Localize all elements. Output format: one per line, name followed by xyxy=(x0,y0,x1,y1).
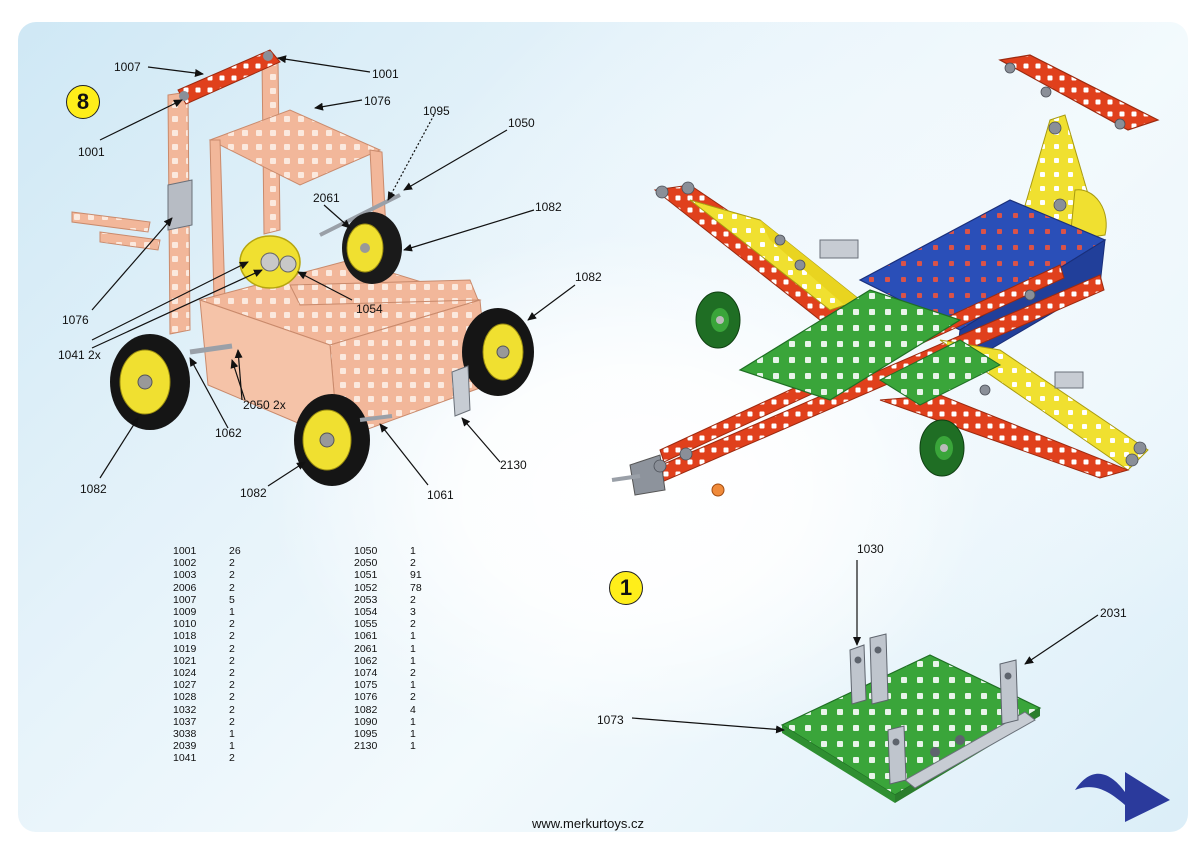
forklift-wheel-left xyxy=(110,334,190,430)
callout-1076-top: 1076 xyxy=(364,94,391,108)
step-number-badge-8: 8 xyxy=(66,85,100,119)
step1-model xyxy=(780,633,1042,803)
step1-callout-arrows xyxy=(631,560,1099,734)
forklift-wheel-right xyxy=(462,308,534,396)
callout-1050: 1050 xyxy=(508,116,535,130)
callout-1082-c: 1082 xyxy=(80,482,107,496)
callout-1001-top: 1001 xyxy=(372,67,399,81)
step-number-badge-1: 1 xyxy=(609,571,643,605)
callout-1030: 1030 xyxy=(857,542,884,556)
callout-2061: 2061 xyxy=(313,191,340,205)
callout-1076-left: 1076 xyxy=(62,313,89,327)
forklift-model xyxy=(71,49,534,486)
callout-1082-d: 1082 xyxy=(240,486,267,500)
footer-website-link[interactable]: www.merkurtoys.cz xyxy=(532,816,644,831)
callout-1054: 1054 xyxy=(356,302,383,316)
callout-1062: 1062 xyxy=(215,426,242,440)
forklift-callout-arrows xyxy=(91,55,576,487)
callout-1061: 1061 xyxy=(427,488,454,502)
callout-2031: 2031 xyxy=(1100,606,1127,620)
callout-1001-left: 1001 xyxy=(78,145,105,159)
forklift-wheel-front xyxy=(294,394,370,486)
callout-2050: 2050 2x xyxy=(243,398,286,412)
callout-1041: 1041 2x xyxy=(58,348,101,362)
callout-1082-b: 1082 xyxy=(575,270,602,284)
airplane-wheel-right xyxy=(919,419,965,477)
callout-2130: 2130 xyxy=(500,458,527,472)
airplane-wheel-left xyxy=(695,291,741,349)
airplane-model xyxy=(611,54,1160,497)
callout-1073: 1073 xyxy=(597,713,624,727)
callout-1082-a: 1082 xyxy=(535,200,562,214)
next-page-arrow-icon xyxy=(1075,772,1170,822)
callout-1007: 1007 xyxy=(114,60,141,74)
callout-1095: 1095 xyxy=(423,104,450,118)
